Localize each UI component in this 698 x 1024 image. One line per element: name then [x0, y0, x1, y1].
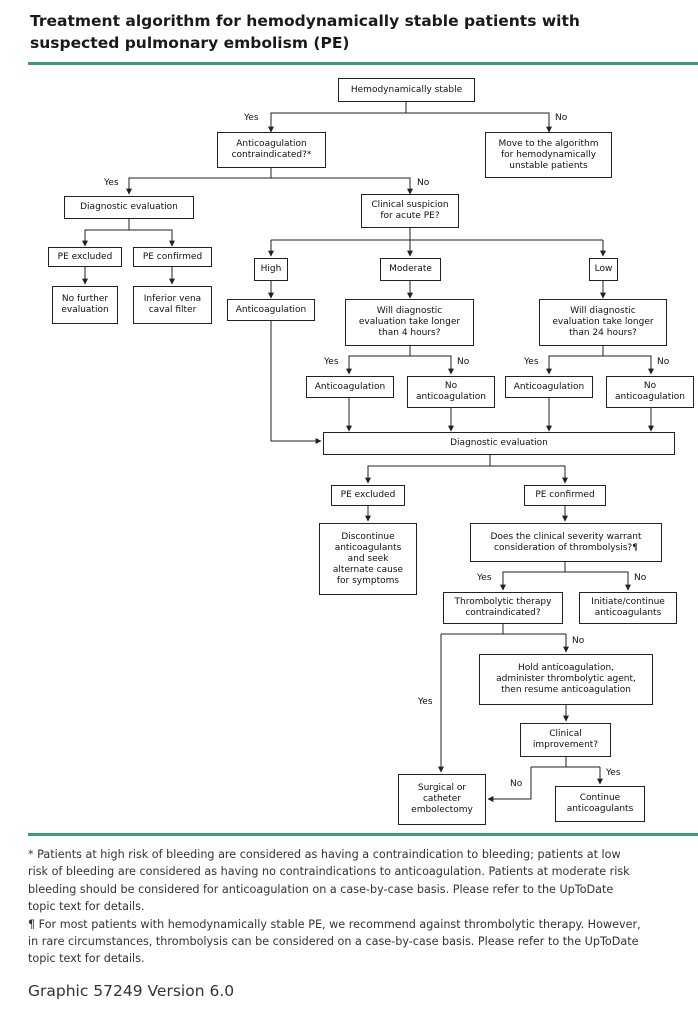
edge-severity-yes	[500, 571, 565, 591]
edge-stable-yes	[268, 112, 406, 133]
node-inferior-vena-caval-filter: Inferior vena caval filter	[133, 286, 212, 324]
edge-wait4-no	[410, 355, 454, 375]
top-divider	[28, 62, 698, 65]
edge-diag-left-excluded	[82, 229, 129, 247]
edge-diag-left-confirmed	[129, 229, 175, 247]
node-pe-confirmed-left: PE confirmed	[133, 247, 212, 267]
label-yes: Yes	[104, 178, 119, 188]
edge-contra-yes	[126, 177, 271, 195]
node-clinical-suspicion: Clinical suspicion for acute PE?	[361, 194, 459, 228]
node-diagnostic-evaluation-main: Diagnostic evaluation	[323, 432, 675, 455]
node-discontinue-anticoagulants: Discontinue anticoagulants and seek alte…	[319, 523, 417, 595]
node-continue-anticoagulants: Continue anticoagulants	[555, 786, 645, 822]
node-clinical-severity-thrombolysis: Does the clinical severity warrant consi…	[470, 523, 662, 562]
title-line-1: Treatment algorithm for hemodynamically …	[30, 12, 580, 30]
node-no-anticoagulation-moderate: No anticoagulation	[407, 376, 495, 408]
footnotes: * Patients at high risk of bleeding are …	[28, 846, 696, 968]
edge-high-to-diag	[270, 321, 322, 444]
footnote-star-line: * Patients at high risk of bleeding are …	[28, 848, 621, 861]
page-title: Treatment algorithm for hemodynamically …	[30, 10, 690, 54]
edge-contra-no	[271, 177, 413, 195]
edge-wait24-yes	[546, 355, 603, 375]
node-wait-24-hours: Will diagnostic evaluation take longer t…	[539, 299, 667, 346]
edge-diag-main-confirmed	[490, 465, 568, 484]
edge-severity-no	[565, 571, 631, 591]
footnote-star-line: topic text for details.	[28, 900, 145, 914]
node-thrombolytic-contraindicated: Thrombolytic therapy contraindicated?	[443, 592, 563, 624]
edge-stable-no	[406, 112, 552, 133]
node-initiate-continue-anticoagulants: Initiate/continue anticoagulants	[579, 592, 677, 624]
edge-wait4-yes	[346, 355, 410, 375]
bottom-divider	[28, 833, 698, 836]
node-suspicion-moderate: Moderate	[380, 258, 441, 281]
label-no: No	[457, 357, 470, 367]
edge-diag-main-excluded	[365, 465, 490, 484]
node-suspicion-high: High	[254, 258, 288, 281]
footnote-star-line: risk of bleeding are considered as havin…	[28, 865, 630, 879]
node-no-anticoagulation-low: No anticoagulation	[606, 376, 694, 408]
footnote-pilcrow-line: in rare circumstances, thrombolysis can …	[28, 935, 639, 949]
node-no-further-evaluation: No further evaluation	[52, 286, 118, 324]
node-suspicion-low: Low	[589, 258, 618, 281]
node-surgical-catheter-embolectomy: Surgical or catheter embolectomy	[398, 774, 486, 825]
label-yes: Yes	[244, 113, 259, 123]
label-no: No	[555, 113, 568, 123]
node-anticoagulation-moderate: Anticoagulation	[306, 376, 394, 398]
node-anticoagulation-contraindicated: Anticoagulation contraindicated?*	[217, 132, 326, 168]
edge-improve-no	[487, 767, 532, 802]
node-pe-excluded: PE excluded	[331, 485, 405, 506]
label-yes: Yes	[418, 697, 433, 707]
footnote-star-line: bleeding should be considered for antico…	[28, 882, 614, 896]
footnote-pilcrow-line: ¶ For most patients with hemodynamically…	[28, 917, 641, 931]
edge-wait24-no	[603, 355, 654, 375]
graphic-version: Graphic 57249 Version 6.0	[28, 982, 235, 1000]
node-hemodynamically-stable: Hemodynamically stable	[338, 78, 475, 102]
node-anticoagulation-high: Anticoagulation	[227, 299, 315, 321]
node-pe-confirmed: PE confirmed	[524, 485, 606, 506]
node-wait-4-hours: Will diagnostic evaluation take longer t…	[345, 299, 474, 346]
title-line-2: suspected pulmonary embolism (PE)	[30, 34, 350, 52]
label-yes: Yes	[606, 768, 621, 778]
label-no: No	[572, 636, 585, 646]
node-diagnostic-evaluation-left: Diagnostic evaluation	[64, 196, 194, 219]
footnote-pilcrow-line: topic text for details.	[28, 952, 145, 966]
node-hold-anticoagulation: Hold anticoagulation, administer thrombo…	[479, 654, 653, 705]
label-yes: Yes	[524, 357, 539, 367]
label-no: No	[510, 779, 523, 789]
node-anticoagulation-low: Anticoagulation	[505, 376, 593, 398]
label-no: No	[634, 573, 647, 583]
node-unstable-algorithm: Move to the algorithm for hemodynamicall…	[485, 132, 612, 178]
label-yes: Yes	[324, 357, 339, 367]
node-pe-excluded-left: PE excluded	[48, 247, 122, 267]
label-no: No	[657, 357, 670, 367]
label-no: No	[417, 178, 430, 188]
label-yes: Yes	[477, 573, 492, 583]
node-clinical-improvement: Clinical improvement?	[520, 723, 611, 757]
